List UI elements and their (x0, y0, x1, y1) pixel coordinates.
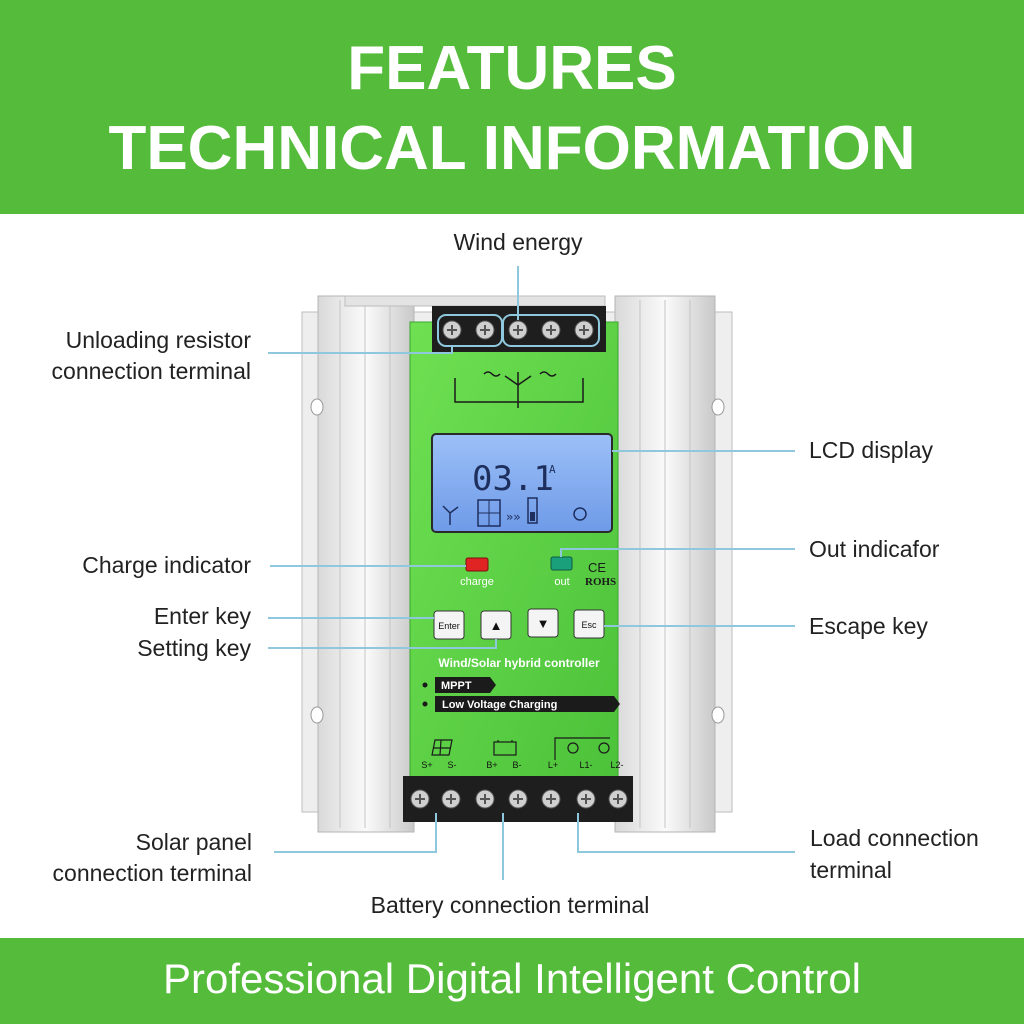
label-out-indicator: Out indicafor (809, 536, 940, 562)
product-title: Wind/Solar hybrid controller (438, 656, 600, 670)
label-battery-terminal: Battery connection terminal (370, 892, 650, 918)
callout-load (577, 813, 795, 853)
out-led-label: out (554, 576, 569, 588)
feature-bullet (422, 701, 428, 707)
label-solar-line1: Solar panel (135, 829, 252, 855)
ce-mark: CE (588, 560, 606, 575)
label-charge-indicator: Charge indicator (82, 552, 251, 578)
load-bulb-icon (554, 737, 610, 760)
rohs-mark: ROHS (585, 576, 616, 588)
down-arrow-icon: ▼ (537, 616, 550, 631)
label-lcd-display: LCD display (809, 437, 933, 463)
footer-banner: Professional Digital Intelligent Control (0, 938, 1024, 1024)
down-key[interactable]: ▼ (527, 608, 559, 638)
feature-tag-mppt (435, 677, 496, 693)
charge-led-label: charge (460, 576, 494, 588)
front-panel (409, 321, 619, 783)
out-led (550, 556, 573, 571)
up-key[interactable]: ▲ (480, 610, 512, 640)
feature-mppt: MPPT (441, 680, 472, 692)
wind-turbine-icon (454, 371, 584, 408)
callout-lines (268, 266, 795, 880)
label-solar-line2: connection terminal (52, 860, 252, 886)
label-unloading-line1: Unloading resistor (65, 327, 251, 353)
lcd-unit: A (549, 463, 556, 476)
header-title-line2: TECHNICAL INFORMATION (108, 114, 916, 183)
terminal-label-s-plus: S+ (421, 760, 432, 770)
callout-out-indicator (560, 548, 795, 557)
battery-icon (493, 740, 517, 756)
svg-text:»»: »» (506, 510, 520, 524)
terminal-label-l2-minus: L2- (610, 760, 623, 770)
header-banner: FEATURES TECHNICAL INFORMATION (0, 0, 1024, 214)
terminal-label-b-minus: B- (513, 760, 522, 770)
terminal-label-l-plus: L+ (548, 760, 558, 770)
solar-panel-icon (431, 739, 453, 756)
esc-key[interactable]: Esc (573, 609, 605, 639)
label-load-line2: terminal (810, 857, 892, 883)
charge-led (465, 557, 489, 572)
label-load-line1: Load connection (810, 825, 979, 851)
up-arrow-icon: ▲ (490, 618, 503, 633)
terminal-label-l1-minus: L1- (579, 760, 592, 770)
feature-tag-low-voltage (435, 696, 620, 712)
label-wind-energy: Wind energy (453, 229, 583, 255)
lcd-screen (431, 433, 613, 533)
label-escape-key: Escape key (809, 613, 928, 639)
lcd-reading: 03.1 (472, 459, 554, 499)
feature-low-voltage: Low Voltage Charging (442, 699, 557, 711)
callout-unloading-resistor (268, 345, 453, 354)
footer-tagline: Professional Digital Intelligent Control (162, 955, 862, 1002)
feature-bullet (422, 682, 428, 688)
enter-key[interactable]: Enter (433, 610, 465, 640)
esc-key-label: Esc (581, 620, 597, 630)
bottom-terminal-block (403, 776, 633, 822)
enter-key-label: Enter (438, 621, 460, 631)
label-enter-key: Enter key (153, 603, 251, 629)
label-setting-key: Setting key (137, 635, 251, 661)
callout-solar (274, 813, 437, 853)
callout-setting-key (268, 639, 497, 649)
label-unloading-line2: connection terminal (51, 358, 251, 384)
terminal-label-b-plus: B+ (486, 760, 497, 770)
terminal-label-s-minus: S- (448, 760, 457, 770)
header-title-line1: FEATURES (347, 34, 677, 103)
lcd-status-icons: »» (442, 497, 587, 527)
